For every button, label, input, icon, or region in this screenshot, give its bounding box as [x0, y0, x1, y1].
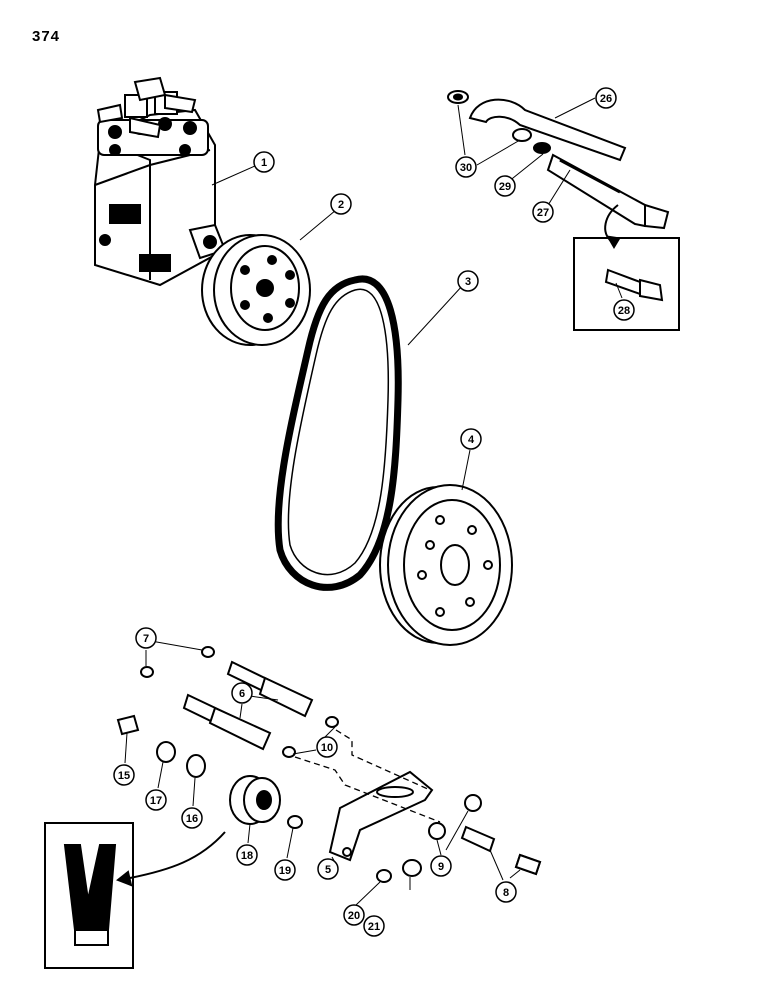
page-number: 374 — [32, 28, 61, 45]
compressor-drawing — [94, 76, 227, 287]
idler-assembly-drawing — [116, 646, 542, 883]
callout-26: 26 — [595, 87, 617, 109]
callout-15-label: 15 — [118, 770, 130, 782]
adjusting-rod-drawing — [447, 90, 670, 230]
callout-10: 10 — [316, 736, 338, 758]
crankshaft-pulley-drawing — [379, 484, 513, 646]
callout-9-label: 9 — [438, 861, 444, 873]
callout-19-label: 19 — [279, 865, 291, 877]
bolt-inset-box — [573, 204, 680, 331]
callout-6-label: 6 — [239, 688, 245, 700]
belt-section-inset — [44, 822, 226, 969]
callout-7-label: 7 — [143, 633, 149, 645]
callout-26-label: 26 — [600, 93, 612, 105]
compressor-pulley-drawing — [201, 234, 311, 346]
callout-1: 1 — [253, 151, 275, 173]
callout-30: 30 — [455, 156, 477, 178]
callout-3: 3 — [457, 270, 479, 292]
callout-3-label: 3 — [465, 276, 471, 288]
callout-16: 16 — [181, 807, 203, 829]
callout-2-label: 2 — [338, 199, 344, 211]
callout-1-label: 1 — [261, 157, 267, 169]
callout-2: 2 — [330, 193, 352, 215]
callout-21: 21 — [363, 915, 385, 937]
callout-18-label: 18 — [241, 850, 253, 862]
callout-20-label: 20 — [348, 910, 360, 922]
drive-belt-drawing — [274, 275, 402, 591]
callout-28-label: 28 — [618, 305, 630, 317]
callout-17-label: 17 — [150, 795, 162, 807]
leader-lines — [124, 640, 521, 906]
callout-30-label: 30 — [460, 162, 472, 174]
callout-8-label: 8 — [503, 887, 509, 899]
callout-5-label: 5 — [325, 864, 331, 876]
callout-18: 18 — [236, 844, 258, 866]
callout-29-label: 29 — [499, 181, 511, 193]
callout-21-label: 21 — [368, 921, 380, 933]
callout-6: 6 — [231, 682, 253, 704]
callout-19: 19 — [274, 859, 296, 881]
callout-28: 28 — [613, 299, 635, 321]
callout-9: 9 — [430, 855, 452, 877]
callout-27-label: 27 — [537, 207, 549, 219]
callout-10-label: 10 — [321, 742, 333, 754]
callout-29: 29 — [494, 175, 516, 197]
callout-20: 20 — [343, 904, 365, 926]
callout-8: 8 — [495, 881, 517, 903]
callout-5: 5 — [317, 858, 339, 880]
callout-7: 7 — [135, 627, 157, 649]
callout-4: 4 — [460, 428, 482, 450]
callout-4-label: 4 — [468, 434, 475, 446]
callout-15: 15 — [113, 764, 135, 786]
callout-27: 27 — [532, 201, 554, 223]
callout-17: 17 — [145, 789, 167, 811]
callout-16-label: 16 — [186, 813, 198, 825]
